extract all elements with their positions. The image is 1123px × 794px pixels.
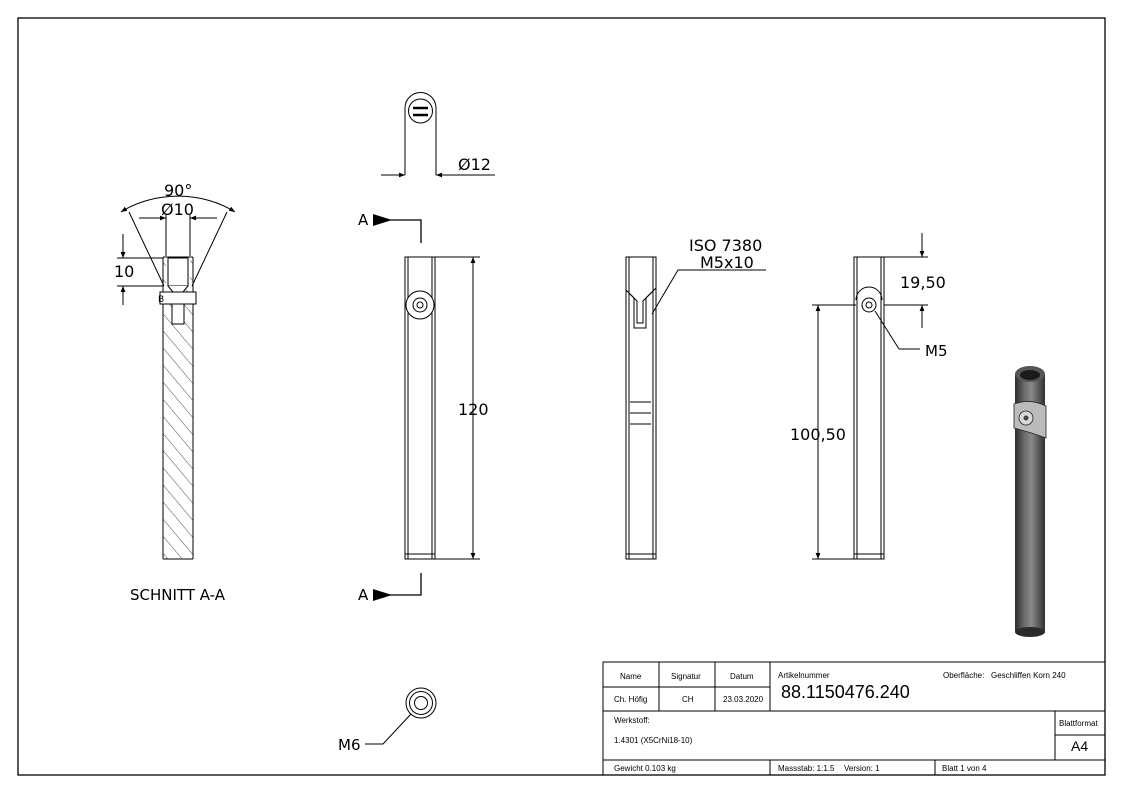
section-label: SCHNITT A-A [130, 586, 226, 604]
depth-label: 10 [114, 262, 134, 281]
tb-col-signature: Signatur [671, 672, 701, 681]
tb-date: 23.03.2020 [723, 695, 764, 704]
tb-sheet: Blatt 1 von 4 [942, 764, 987, 773]
tb-surface-label: Oberfläche: [943, 671, 984, 680]
tb-format-value: A4 [1071, 738, 1088, 754]
tb-format-label: Blattformat [1059, 719, 1098, 728]
length-label: 120 [458, 400, 489, 419]
top-dim-label: Ø12 [458, 155, 491, 174]
isometric-rod-image [1013, 366, 1047, 637]
sheet-border [17, 17, 1106, 776]
tb-article-label: Artikelnummer [778, 671, 830, 680]
tb-scale: Massstab: 1:1.5 [778, 764, 835, 773]
iso-line1: ISO 7380 [689, 236, 762, 255]
iso-line2: M5x10 [700, 253, 754, 272]
tb-col-name: Name [620, 672, 642, 681]
section-marker-bottom: A [358, 586, 369, 604]
tb-name: Ch. Höfig [614, 695, 647, 704]
tb-signature: CH [682, 695, 694, 704]
tb-surface-value: Geschliffen Korn 240 [991, 671, 1066, 680]
hole-diameter-label: Ø10 [161, 200, 194, 219]
section-view [117, 195, 236, 560]
tb-weight: Gewicht 0.103 kg [614, 764, 676, 773]
top-view [381, 92, 495, 178]
dim-19-50-label: 19,50 [900, 273, 946, 292]
thread-m6-label: M6 [338, 736, 361, 754]
title-block-text: Name Signatur Datum Ch. Höfig CH 23.03.2… [614, 671, 1098, 773]
title-block [602, 661, 1106, 776]
section-marker-top: A [358, 211, 369, 229]
detail-letter: B [158, 295, 164, 305]
rear-view [812, 233, 928, 560]
thread-m5-label: M5 [925, 342, 948, 360]
dim-100-50-label: 100,50 [790, 425, 846, 444]
tb-material-label: Werkstoff: [614, 716, 650, 725]
angle-label: 90° [164, 181, 192, 200]
front-view [373, 219, 480, 596]
tb-article-number: 88.1150476.240 [781, 682, 910, 702]
tb-col-date: Datum [730, 672, 754, 681]
tb-version: Version: 1 [844, 764, 880, 773]
side-view [625, 256, 766, 560]
bottom-view [365, 687, 437, 745]
tb-material-value: 1.4301 (X5CrNi18-10) [614, 736, 693, 745]
